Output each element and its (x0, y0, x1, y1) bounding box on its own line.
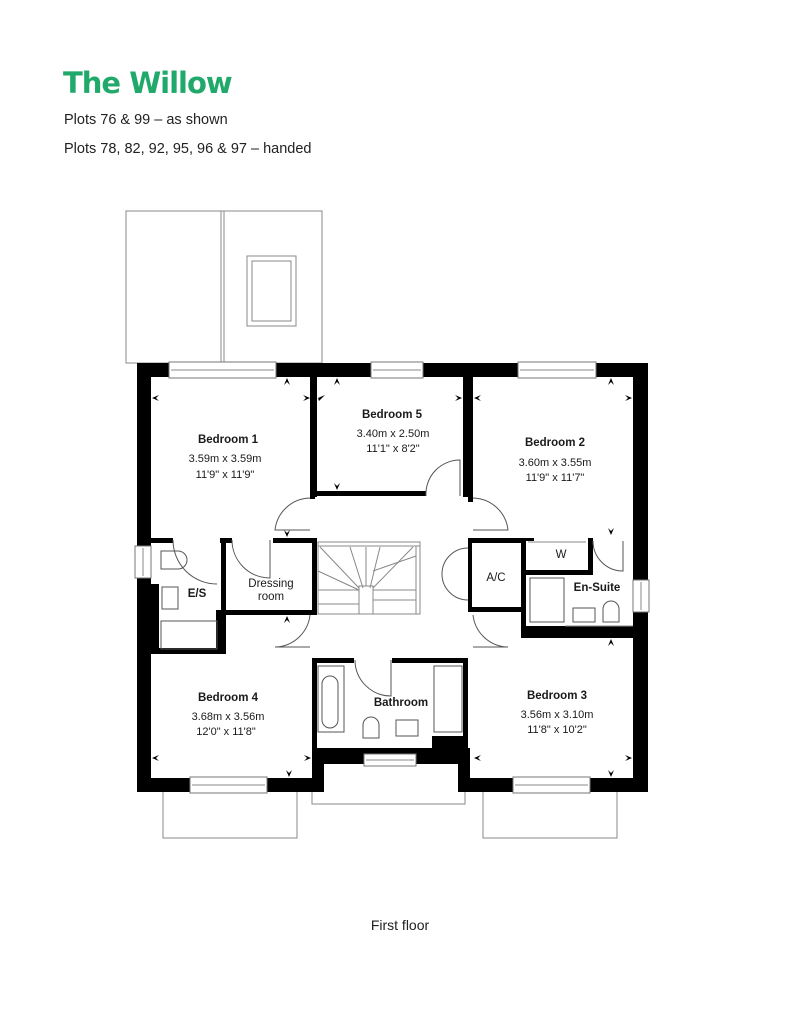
bay-outlines (162, 792, 618, 839)
dressing-room-line2: room (258, 591, 284, 603)
bedroom3-metric: 3.56m x 3.10m (521, 709, 594, 721)
plan-title: The Willow (63, 66, 233, 100)
bedroom4-metric: 3.68m x 3.56m (192, 711, 265, 723)
bedroom1-metric: 3.59m x 3.59m (189, 453, 262, 465)
bedroom2-imperial: 11'9" x 11'7" (526, 472, 585, 484)
internal-walls (151, 377, 633, 756)
bedroom5-imperial: 11'1" x 8'2" (366, 443, 419, 455)
windows (134, 361, 650, 794)
sanitary-fittings (160, 550, 633, 739)
plots-as-shown: Plots 76 & 99 – as shown (64, 112, 228, 128)
floor-caption: First floor (370, 917, 430, 933)
bedroom4-imperial: 12'0" x 11'8" (196, 726, 256, 738)
staircase (317, 541, 421, 615)
bedroom5-metric: 3.40m x 2.50m (357, 428, 430, 440)
es-name: E/S (188, 588, 207, 600)
bedroom3-name: Bedroom 3 (527, 690, 587, 702)
roof-outline (125, 210, 323, 364)
dressing-room-line1: Dressing (248, 578, 293, 590)
bedroom2-metric: 3.60m x 3.55m (519, 457, 592, 469)
bedroom5-name: Bedroom 5 (362, 409, 423, 421)
bathroom-name: Bathroom (374, 697, 428, 709)
bedroom1-imperial: 11'9" x 11'9" (196, 469, 255, 481)
wardrobe-name: W (556, 549, 567, 561)
bedroom3-imperial: 11'8" x 10'2" (527, 724, 587, 736)
ac-name: A/C (486, 572, 505, 584)
bedroom2-name: Bedroom 2 (525, 437, 585, 449)
doors (172, 459, 624, 697)
dimension-arrows (152, 378, 632, 777)
room-labels: Bedroom 1 3.59m x 3.59m 11'9" x 11'9" Be… (188, 409, 621, 738)
en-suite-name: En-Suite (574, 582, 621, 594)
bedroom1-name: Bedroom 1 (198, 434, 259, 446)
plots-handed: Plots 78, 82, 92, 95, 96 & 97 – handed (64, 141, 312, 157)
bedroom4-name: Bedroom 4 (198, 692, 259, 704)
